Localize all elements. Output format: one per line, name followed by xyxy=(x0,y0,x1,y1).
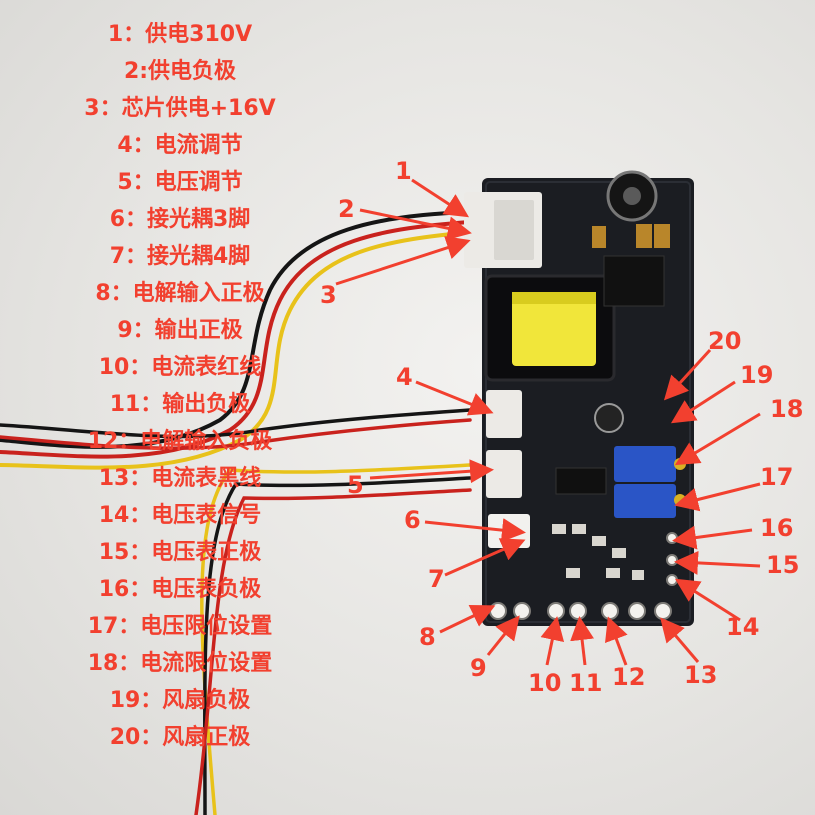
capacitor-small xyxy=(594,403,624,433)
legend-item: 14：电压表信号 xyxy=(98,503,262,528)
marker-2: 2 xyxy=(338,195,355,223)
black-wire-3 xyxy=(203,476,472,815)
legend-item: 15：电压表正极 xyxy=(98,540,262,565)
legend-item: 19：风扇负极 xyxy=(109,688,251,713)
legend-item: 17：电压限位设置 xyxy=(87,614,273,639)
red-wire-3 xyxy=(194,488,472,815)
legend-item: 10：电流表红线 xyxy=(98,355,262,380)
marker-14: 14 xyxy=(726,613,760,641)
legend-item: 6：接光耦3脚 xyxy=(109,207,251,232)
marker-7: 7 xyxy=(428,565,445,593)
marker-10: 10 xyxy=(528,669,562,697)
marker-1: 1 xyxy=(395,157,412,185)
marker-11: 11 xyxy=(569,669,603,697)
marker-9: 9 xyxy=(470,654,487,682)
potentiometer-voltage xyxy=(614,484,676,518)
legend-item: 13：电流表黑线 xyxy=(98,466,262,491)
marker-3: 3 xyxy=(320,281,337,309)
black-wire-2 xyxy=(0,408,472,439)
legend-item: 5：电压调节 xyxy=(117,170,243,195)
marker-12: 12 xyxy=(612,663,646,691)
marker-13: 13 xyxy=(684,661,718,689)
wire-bundle xyxy=(0,210,472,815)
pcb xyxy=(464,170,694,626)
legend-item: 3：芯片供电+16V xyxy=(84,96,276,121)
connector-current xyxy=(486,390,522,438)
legend-item: 9：输出正极 xyxy=(117,318,243,343)
marker-5: 5 xyxy=(347,471,364,499)
legend-item: 2:供电负极 xyxy=(123,59,237,84)
legend-item: 12：电解输入负极 xyxy=(87,429,273,454)
marker-15: 15 xyxy=(766,551,800,579)
marker-6: 6 xyxy=(404,506,421,534)
potentiometer-current xyxy=(614,446,676,482)
legend-item: 7：接光耦4脚 xyxy=(109,244,251,269)
legend-item: 1：供电310V xyxy=(107,22,253,47)
marker-19: 19 xyxy=(740,361,774,389)
marker-4: 4 xyxy=(396,363,413,391)
yellow-wire xyxy=(0,230,472,470)
marker-16: 16 xyxy=(760,514,794,542)
pointer-arrows xyxy=(335,178,761,666)
connector-voltage xyxy=(486,450,522,498)
legend-item: 18：电流限位设置 xyxy=(87,651,273,676)
red-wire xyxy=(0,220,472,459)
marker-8: 8 xyxy=(419,623,436,651)
red-wire-2 xyxy=(0,418,472,451)
marker-18: 18 xyxy=(770,395,804,423)
ic-chip-2 xyxy=(603,255,665,307)
legend-item: 20：风扇正极 xyxy=(109,725,251,750)
legend-item: 4：电流调节 xyxy=(117,133,243,158)
marker-20: 20 xyxy=(708,327,742,355)
marker-17: 17 xyxy=(760,463,794,491)
legend-item: 16：电压表负极 xyxy=(98,577,262,602)
legend-item: 8：电解输入正极 xyxy=(95,281,265,306)
ic-chip xyxy=(555,467,607,495)
transformer-core xyxy=(512,292,596,366)
legend-item: 11：输出负极 xyxy=(109,392,251,417)
